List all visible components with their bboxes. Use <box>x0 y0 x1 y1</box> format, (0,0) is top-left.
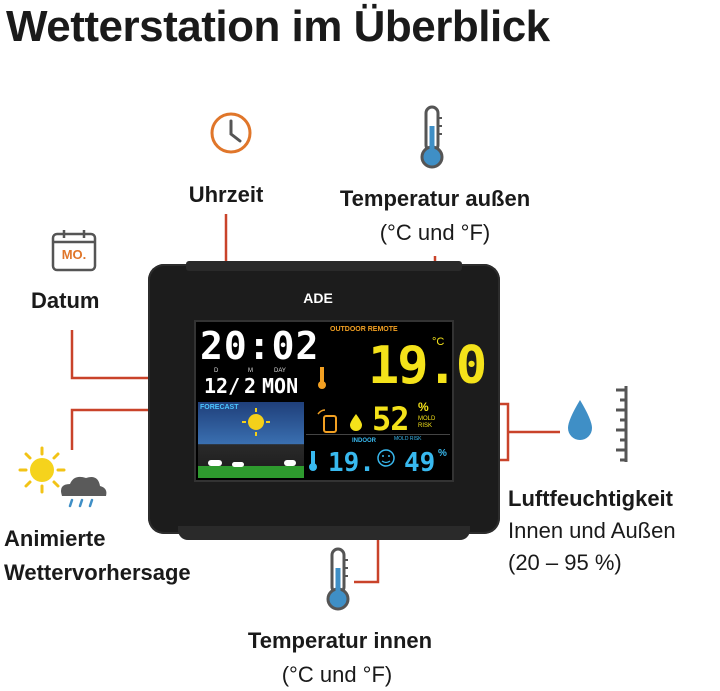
page-title: Wetterstation im Überblick <box>6 2 550 51</box>
lcd-outdoor-humidity: 52 <box>372 400 410 438</box>
lcd-outdoor-temp: 19.0 <box>368 336 487 396</box>
sun-cloud-icon <box>18 446 107 508</box>
lcd-indoor-mold-risk: MOLD RISK <box>394 436 422 442</box>
device-buttons <box>186 261 462 271</box>
lcd-indoor-thermo-icon <box>309 451 317 471</box>
lcd-forecast-panel: FORECAST <box>198 402 304 478</box>
humidity-sub-label: Innen und Außen <box>508 518 676 543</box>
lcd-humidity-unit: % <box>418 400 429 414</box>
indoor-temp-label: Temperatur innen <box>247 628 433 653</box>
brand-logo: ADE <box>303 290 333 306</box>
thermometer-icon <box>420 105 444 169</box>
lcd-indoor-temp: 19. <box>328 448 375 478</box>
humidity-range-label: (20 – 95 %) <box>508 550 622 575</box>
lcd-outdoor-temp-unit: °C <box>432 336 445 348</box>
outdoor-temp-label: Temperatur außen <box>339 186 531 211</box>
device-stand <box>178 526 470 540</box>
lcd-sensor-icon <box>317 409 337 433</box>
forecast-label-line2: Wettervorhersage <box>4 560 191 585</box>
lcd-outdoor-remote-label: OUTDOOR REMOTE <box>330 326 398 333</box>
weather-station-device: ADE 20:02 D M DAY 12/ 2 MON FORECAST OUT… <box>148 261 500 540</box>
lcd-mold-risk: MOLD RISK <box>418 416 436 429</box>
lcd-day-label: D <box>214 368 219 374</box>
lcd-flower <box>284 460 296 466</box>
lcd-indoor-label: INDOOR <box>352 438 376 444</box>
time-label: Uhrzeit <box>188 182 264 207</box>
clock-icon <box>210 112 252 154</box>
lcd-date-month: 2 <box>244 374 257 398</box>
date-label: Datum <box>31 288 100 313</box>
lcd-sun-icon <box>242 408 270 436</box>
outdoor-temp-unit: (°C und °F) <box>379 220 491 245</box>
lcd-drop-icon <box>350 414 362 431</box>
lcd-grass <box>198 466 304 478</box>
lcd-indoor-humidity-unit: % <box>438 448 447 459</box>
lcd-forecast-label: FORECAST <box>200 404 239 411</box>
lcd-time: 20:02 <box>200 324 320 368</box>
lcd-indoor-humidity: 49 <box>404 448 436 478</box>
humidity-label: Luftfeuchtigkeit <box>508 486 673 511</box>
calendar-icon <box>51 230 97 272</box>
lcd-divider <box>306 434 450 435</box>
lcd-face-icon <box>377 449 395 467</box>
lcd-flower <box>208 460 222 466</box>
indoor-temp-unit: (°C und °F) <box>281 662 393 687</box>
lcd-date-dow: MON <box>262 374 299 398</box>
lcd-screen: 20:02 D M DAY 12/ 2 MON FORECAST OUTDOOR… <box>194 320 487 482</box>
lcd-dow-label: DAY <box>274 368 286 374</box>
lcd-month-label: M <box>248 368 253 374</box>
thermometer-indoor-icon <box>326 547 350 611</box>
forecast-label-line1: Animierte <box>4 526 106 551</box>
lcd-date-day: 12/ <box>204 374 241 398</box>
humidity-icon <box>568 386 628 462</box>
lcd-thermo-icon <box>318 367 326 389</box>
calendar-icon-text: MO. <box>61 247 87 262</box>
lcd-flower <box>232 462 244 467</box>
